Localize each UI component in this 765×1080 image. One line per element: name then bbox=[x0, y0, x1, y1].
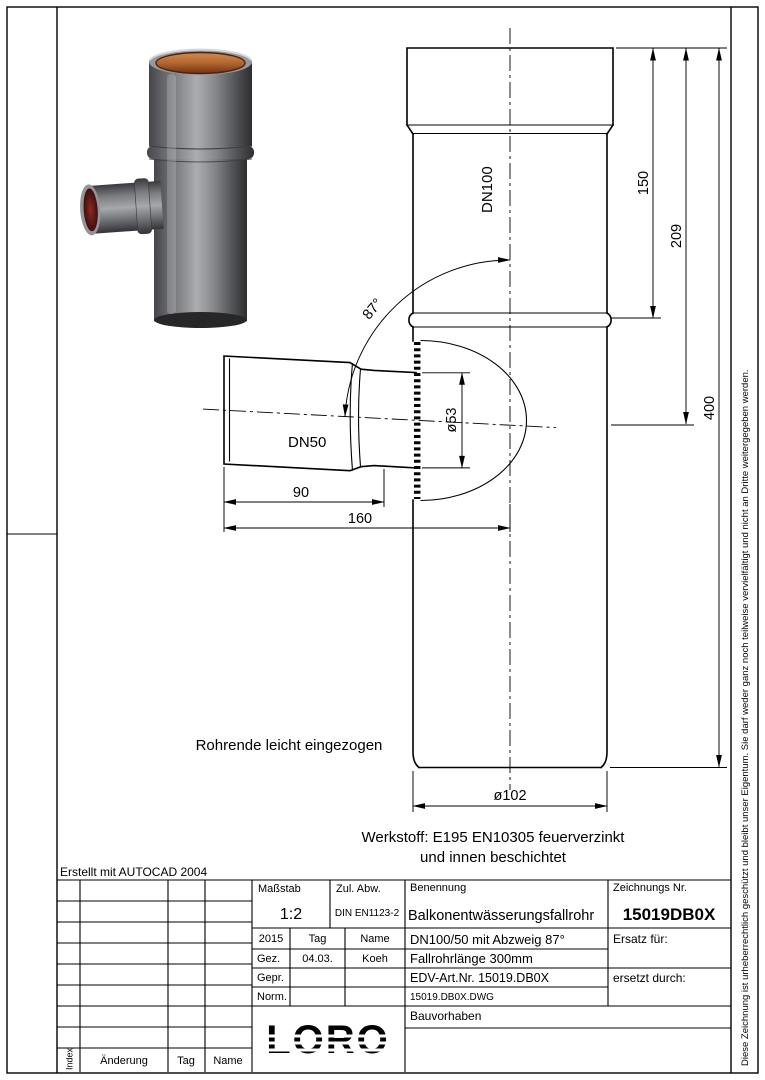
desc-line3: EDV-Art.Nr. 15019.DB0X bbox=[410, 971, 550, 985]
titleblock: Maßstab 1:2 Zul. Abw. DIN EN1123-2 2015 … bbox=[57, 879, 731, 1072]
logo-stripes bbox=[265, 1034, 392, 1052]
render-bead bbox=[147, 146, 254, 159]
label-dn50: DN50 bbox=[288, 434, 326, 451]
ersetzt-label: ersetzt durch: bbox=[613, 971, 686, 985]
render-socket bbox=[149, 62, 252, 146]
render-top-opening bbox=[156, 52, 245, 74]
render-branch-opening bbox=[83, 188, 98, 232]
dim-400-value: 400 bbox=[702, 396, 718, 420]
dim-160: 160 bbox=[223, 511, 511, 531]
loro-logo: LORO bbox=[265, 1018, 392, 1062]
render-branch bbox=[80, 178, 164, 236]
note-werkstoff-line1: Werkstoff: E195 EN10305 feuerverzinkt bbox=[362, 829, 626, 846]
render-pipe-bottom bbox=[154, 312, 247, 328]
dim-160-value: 160 bbox=[348, 511, 372, 527]
dim-dia53-value: ø53 bbox=[444, 408, 460, 433]
massstab-value: 1:2 bbox=[280, 906, 302, 923]
benennung-label: Benennung bbox=[410, 882, 466, 894]
dimensions: 150 209 400 90 160 ø53 ø102 87° bbox=[223, 47, 727, 812]
logo-text: LORO bbox=[266, 1018, 390, 1062]
sheet-frame bbox=[6, 6, 759, 1074]
gepr-label: Gepr. bbox=[257, 972, 284, 984]
copyright-note: Diese Zeichnung ist urheberrechtlich ges… bbox=[740, 369, 751, 1066]
zeichnungsnr-label: Zeichnungs Nr. bbox=[613, 882, 687, 894]
render-pipe-body bbox=[154, 150, 247, 321]
branch-outline bbox=[223, 355, 417, 472]
note-rohrende: Rohrende leicht eingezogen bbox=[196, 737, 383, 754]
name-label: Name bbox=[213, 1055, 242, 1067]
dim-150-value: 150 bbox=[636, 171, 652, 195]
dim-dia102: ø102 bbox=[412, 788, 608, 809]
dim-90: 90 bbox=[223, 485, 385, 505]
angle-value: 87° bbox=[360, 296, 386, 323]
bauvorhaben-label: Bauvorhaben bbox=[410, 1009, 481, 1023]
tag-label: Tag bbox=[177, 1055, 195, 1067]
centerlines bbox=[202, 28, 557, 790]
year-cell: 2015 bbox=[259, 933, 283, 945]
massstab-label: Maßstab bbox=[258, 883, 301, 895]
zeichnungsnr-value: 15019DB0X bbox=[623, 905, 716, 924]
note-werkstoff-line2: und innen beschichtet bbox=[420, 849, 567, 866]
desc-line4: 15019.DB0X.DWG bbox=[410, 992, 494, 1003]
index-label: Index bbox=[65, 1047, 75, 1070]
saddle-dome-arc bbox=[420, 339, 527, 502]
gez-label: Gez. bbox=[257, 953, 280, 965]
centerline-branch bbox=[202, 408, 557, 429]
desc-line2: Fallrohrlänge 300mm bbox=[410, 951, 533, 966]
dim-209-value: 209 bbox=[669, 224, 685, 248]
desc-line1: DN100/50 mit Abzweig 87° bbox=[410, 932, 565, 947]
note-erstellt: Erstellt mit AUTOCAD 2004 bbox=[60, 865, 207, 879]
angle-dimension: 87° bbox=[342, 257, 511, 417]
dim-209: 209 bbox=[669, 48, 689, 425]
dim-150: 150 bbox=[636, 48, 656, 319]
dim-dia53: ø53 bbox=[444, 372, 465, 469]
name-header: Name bbox=[360, 933, 389, 945]
gez-name: Koeh bbox=[362, 953, 388, 965]
ersatz-label: Ersatz für: bbox=[613, 932, 668, 946]
product-render bbox=[80, 48, 254, 328]
benennung-value: Balkonentwässerungsfallrohr bbox=[408, 908, 594, 924]
gez-date: 04.03. bbox=[302, 953, 333, 965]
pipe-outline bbox=[223, 47, 615, 769]
label-dn100: DN100 bbox=[479, 166, 496, 213]
pipe-bead-lines bbox=[407, 124, 613, 328]
aenderung-label: Änderung bbox=[100, 1055, 148, 1067]
tag-header: Tag bbox=[309, 933, 327, 945]
extension-lines bbox=[223, 47, 727, 812]
zul-abw-value: DIN EN1123-2 bbox=[335, 908, 400, 919]
titleblock-gridlines bbox=[57, 879, 731, 1072]
dim-90-value: 90 bbox=[293, 485, 309, 501]
zul-abw-label: Zul. Abw. bbox=[336, 883, 381, 895]
dim-dia102-value: ø102 bbox=[493, 788, 526, 804]
branch-socket-detail bbox=[228, 358, 362, 471]
norm-label: Norm. bbox=[257, 991, 287, 1003]
dim-400: 400 bbox=[702, 48, 722, 768]
